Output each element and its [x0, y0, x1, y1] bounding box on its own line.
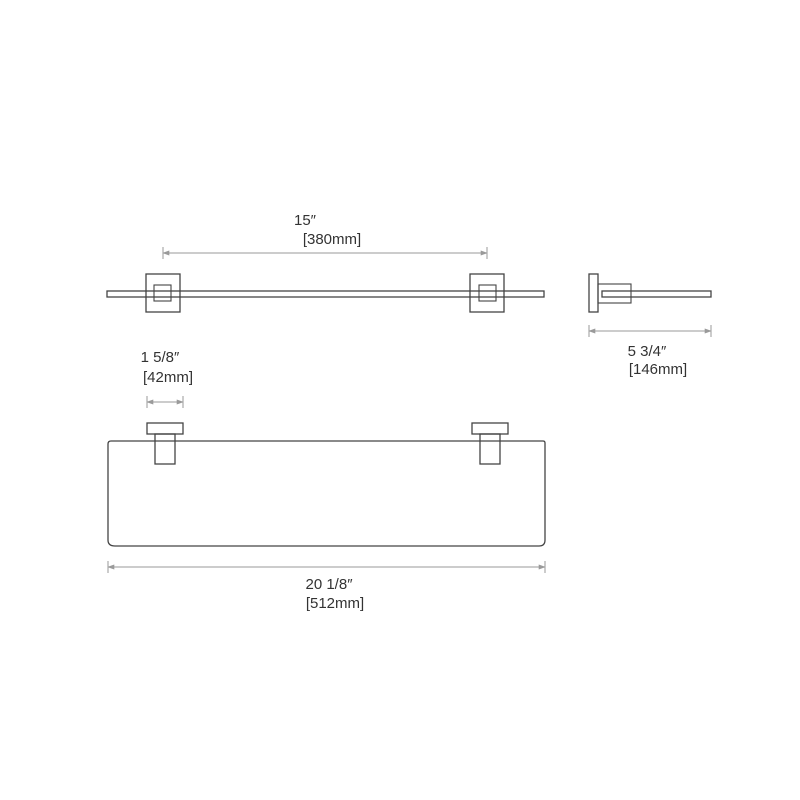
shelf-depth-imperial: 5 3/4″ [628, 343, 667, 360]
top-view: 15″ [380mm] [106, 212, 545, 313]
left-bracket-post [154, 433, 176, 465]
right-bracket-clip [478, 284, 497, 302]
right-bracket-cap [471, 422, 509, 435]
bracket-width-dimension: 1 5/8″ [42mm] [141, 349, 193, 408]
bracket-spacing-imperial: 15″ [294, 212, 317, 229]
left-bracket-front-view [146, 422, 184, 465]
glass-shelf-top-view [106, 290, 545, 298]
shelf-depth-metric: [146mm] [629, 361, 687, 378]
glass-shelf-front-view [107, 440, 546, 547]
bracket-width-metric: [42mm] [143, 369, 193, 386]
left-bracket-clip [153, 284, 172, 302]
bracket-width-imperial: 1 5/8″ [141, 349, 180, 366]
shelf-length-metric: [512mm] [306, 595, 364, 612]
right-bracket-front-view [471, 422, 509, 465]
glass-shelf-side-view [601, 290, 712, 298]
bracket-spacing-dimension: 15″ [380mm] [162, 212, 488, 259]
front-view: 1 5/8″ [42mm] [107, 349, 546, 612]
side-wall-plate [588, 273, 599, 313]
shelf-depth-dimension: 5 3/4″ [146mm] [588, 325, 712, 378]
right-bracket-post [479, 433, 501, 465]
shelf-length-dimension: 20 1/8″ [512mm] [107, 561, 546, 612]
right-bracket-plate [469, 273, 505, 313]
shelf-length-imperial: 20 1/8″ [305, 576, 353, 593]
side-bracket-clip [597, 283, 632, 304]
side-view: 5 3/4″ [146mm] [588, 273, 712, 378]
left-bracket-cap [146, 422, 184, 435]
left-bracket-top-view [145, 273, 181, 313]
bracket-spacing-metric: [380mm] [303, 231, 361, 248]
right-bracket-top-view [469, 273, 505, 313]
left-bracket-plate [145, 273, 181, 313]
